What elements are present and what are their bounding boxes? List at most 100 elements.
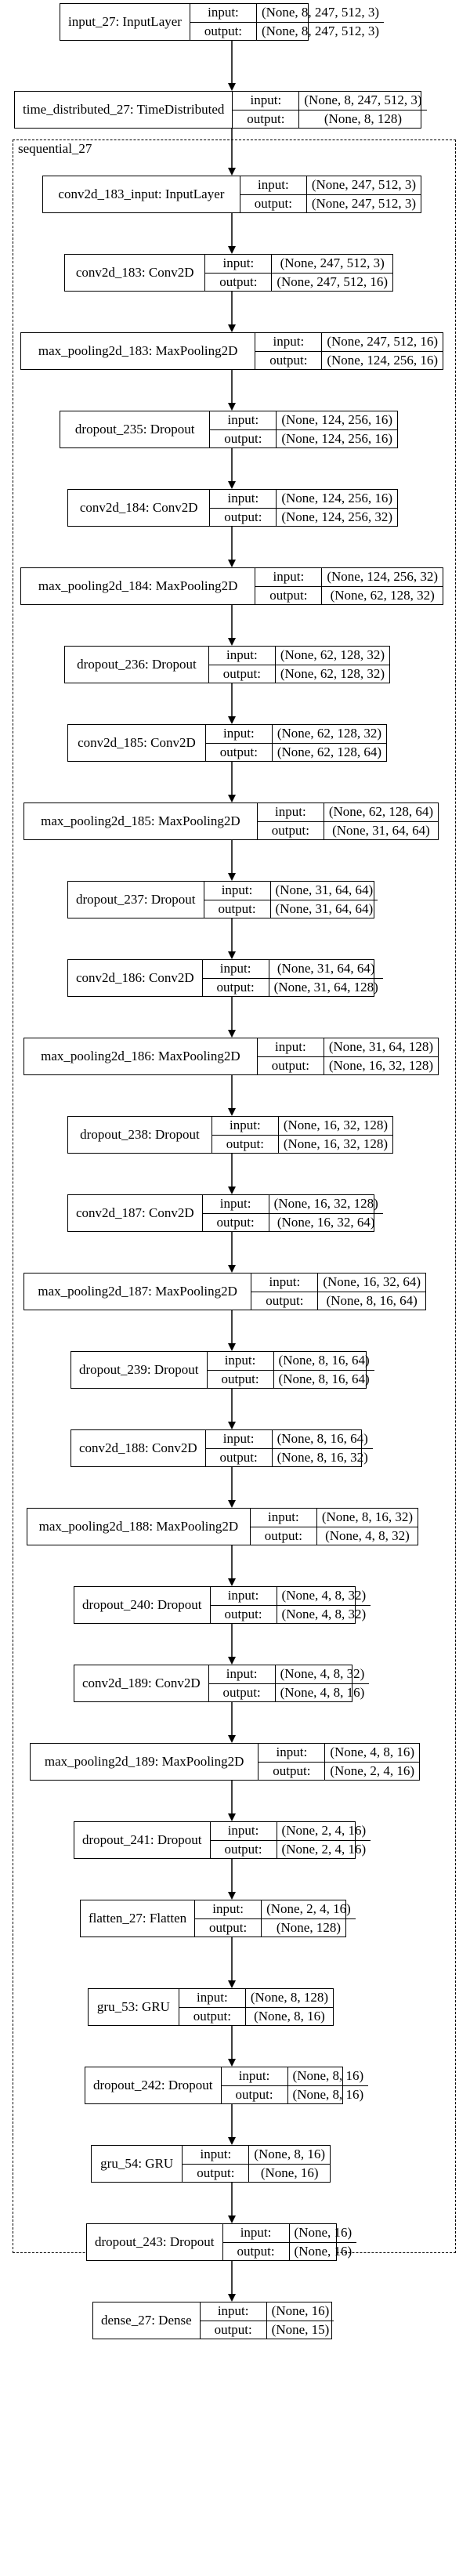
input-shape: (None, 8, 16, 64) [277, 1431, 368, 1447]
layer-shapes: input:(None, 16)output:(None, 15) [200, 2302, 334, 2339]
output-label: output: [222, 2085, 288, 2103]
output-shape: (None, 247, 512, 16) [277, 274, 388, 289]
layer-name: flatten_27: Flatten [81, 1900, 196, 1937]
layer-shapes: input:(None, 31, 64, 128)output:(None, 1… [257, 1038, 438, 1074]
output-label: output: [212, 1135, 279, 1153]
input-label: input: [203, 960, 269, 978]
input-label: input: [211, 1587, 277, 1605]
output-label: output: [206, 1448, 273, 1466]
input-label: input: [209, 647, 276, 665]
layer-name: dropout_239: Dropout [71, 1352, 208, 1388]
output-label: output: [255, 586, 323, 604]
input-shape: (None, 62, 128, 64) [328, 804, 433, 820]
input-shape-row: input:(None, 31, 64, 128) [258, 1038, 438, 1056]
input-label: input: [222, 2067, 288, 2085]
input-shape: (None, 16) [294, 2225, 352, 2241]
input-label: input: [205, 255, 273, 273]
input-shape-row: input: (None, 124, 256, 16) [210, 490, 397, 508]
output-label: output: [211, 1840, 277, 1858]
layer-shapes: input: (None, 16, 32, 128)output: (None, 1… [212, 1117, 392, 1153]
layer-name: max_pooling2d_186: MaxPooling2D [24, 1038, 258, 1074]
input-shape: (None, 8, 247, 512, 3) [261, 5, 380, 20]
layer-name: max_pooling2d_188: MaxPooling2D [27, 1509, 251, 1545]
output-shape: (None, 16, 32, 128) [283, 1136, 388, 1151]
output-label: output: [258, 1056, 324, 1074]
input-label: input: [206, 725, 273, 743]
input-label: input: [258, 1038, 324, 1056]
output-shape-row: output: (None, 16, 32, 128) [212, 1134, 392, 1153]
output-shape: (None, 8, 16) [292, 2086, 364, 2102]
layer-shapes: input:(None, 2, 4, 16)output:(None, 2, 4… [210, 1822, 371, 1858]
input-shape-row: input: (None, 8, 247, 512, 3) [190, 4, 384, 22]
output-shape: (None, 4, 8, 32) [281, 1606, 367, 1621]
input-shape-row: input:(None, 8, 16) [183, 2146, 330, 2164]
output-shape-row: output:(None, 4, 8, 32) [250, 1526, 418, 1545]
output-shape-row: output:(None, 31, 64, 64) [257, 821, 438, 839]
layer-name: max_pooling2d_183: MaxPooling2D [21, 333, 256, 369]
layer-name: dropout_237: Dropout [68, 882, 204, 918]
output-label: output: [179, 2007, 246, 2025]
layer-shapes: input:(None, 4, 8, 16)output:(None, 2, 4… [258, 1744, 419, 1780]
output-shape: (None, 124, 256, 32) [281, 509, 392, 524]
input-shape: (None, 31, 64, 64) [275, 882, 374, 898]
input-shape: (None, 247, 512, 3) [311, 177, 416, 193]
layer-shapes: input:(None, 62, 128, 32)output:(None, 6… [205, 725, 386, 761]
input-shape-row: input:(None, 247, 512, 16) [255, 333, 443, 351]
input-label: input: [201, 2302, 267, 2321]
layer-shapes: input:(None, 4, 8, 32)output:(None, 4, 8… [208, 1665, 370, 1701]
output-label: output: [258, 1762, 326, 1780]
layer-shapes: input:(None, 8, 247, 512, 3)output:(None… [233, 92, 427, 128]
output-shape-row: output: (None, 2, 4, 16) [258, 1761, 419, 1780]
layer-shapes: input:(None, 16, 32, 128)output:(None, 1… [202, 1195, 383, 1231]
input-shape: (None, 124, 256, 16) [281, 491, 392, 506]
output-shape: (None, 8, 16, 64) [278, 1371, 370, 1386]
layer-name: dropout_241: Dropout [74, 1822, 211, 1858]
layer-name: dropout_240: Dropout [74, 1587, 211, 1623]
input-shape: (None, 8, 16, 32) [321, 1509, 413, 1525]
input-shape-row: input:(None, 2, 4, 16) [211, 1822, 371, 1840]
layer-shapes: input:(None, 8, 16, 64)output:(None, 8, … [205, 1430, 373, 1466]
output-shape: (None, 16) [260, 2165, 319, 2180]
output-shape-row: output:(None, 4, 8, 16) [208, 1683, 370, 1701]
layer-shapes: input:(None, 31, 64, 64)output:(None, 31… [202, 960, 383, 996]
output-label: output: [205, 273, 273, 291]
layer-shapes: input:(None, 2, 4, 16)output:(None, 128) [195, 1900, 356, 1937]
layer-shapes: input:(None, 4, 8, 32)output:(None, 4, 8… [210, 1587, 371, 1623]
output-shape-row: output:(None, 16, 32, 128) [257, 1056, 438, 1074]
output-label: output: [251, 1292, 319, 1310]
layer-name: conv2d_185: Conv2D [68, 725, 206, 761]
output-shape-row: output:(None, 16) [183, 2163, 330, 2182]
output-shape-row: output:(None, 8, 16, 64) [251, 1291, 425, 1310]
output-shape: (None, 62, 128, 64) [277, 744, 381, 759]
input-shape: (None, 31, 64, 64) [277, 961, 375, 976]
output-shape: (None, 2, 4, 16) [330, 1763, 414, 1778]
input-shape: (None, 16, 32, 64) [323, 1274, 421, 1290]
output-shape-row: output:(None, 247, 512, 3) [240, 194, 421, 212]
input-label: input: [210, 490, 277, 508]
input-shape: (None, 31, 64, 128) [328, 1039, 433, 1055]
input-shape-row: input:(None, 124, 256, 16) [210, 411, 397, 429]
input-shape: (None, 62, 128, 32) [277, 726, 381, 741]
output-shape-row: output:(None, 62, 128, 32) [208, 664, 389, 683]
layer-shapes: input:(None, 124, 256, 16)output:(None, … [210, 411, 397, 447]
output-shape-row: output:(None, 62, 128, 32) [255, 585, 443, 604]
input-shape-row: input:(None, 247, 512, 3) [205, 255, 392, 273]
layer-name: conv2d_186: Conv2D [68, 960, 203, 996]
input-shape: (None, 8, 16, 64) [278, 1353, 370, 1368]
input-shape-row: input:(None, 31, 64, 64) [204, 882, 378, 900]
input-label: input: [258, 803, 324, 821]
input-shape-row: input:(None, 16, 32, 64) [251, 1274, 425, 1292]
input-label: input: [209, 1665, 276, 1683]
input-label: input: [190, 4, 257, 22]
input-label: input: [212, 1117, 279, 1135]
layer-shapes: input:(None, 124, 256, 32)output:(None, … [255, 568, 443, 604]
input-shape-row: input:(None, 124, 256, 32) [255, 568, 443, 586]
